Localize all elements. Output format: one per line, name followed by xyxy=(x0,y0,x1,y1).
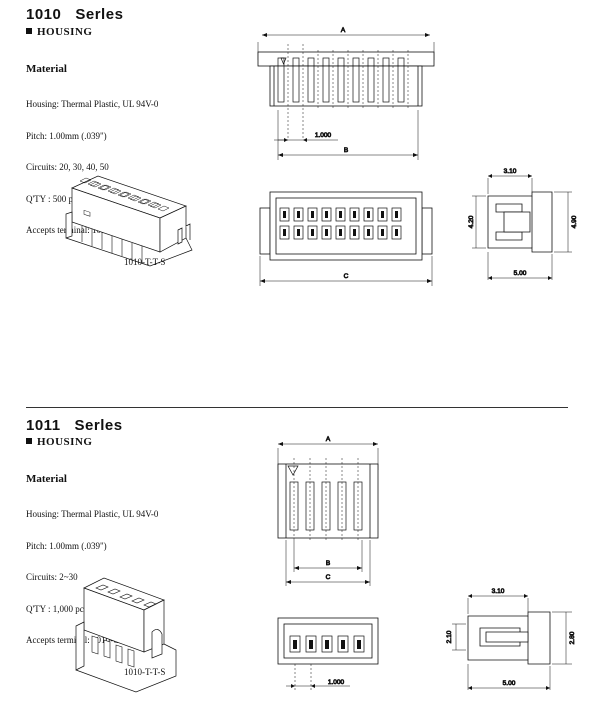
dim-b-label: B xyxy=(344,147,348,154)
pitch-label: 1.000 xyxy=(315,132,332,139)
subtitle-text: HOUSING xyxy=(37,26,93,38)
spec-terminal-extra: 1010-T-T-S xyxy=(124,256,166,267)
material-heading: Material xyxy=(26,63,67,75)
subtitle-text: HOUSING xyxy=(37,436,93,448)
spec-circuits: Circuits: 20, 30, 40, 50 xyxy=(26,162,109,172)
dim-a-label: A xyxy=(326,436,331,443)
section-divider xyxy=(26,407,568,408)
side-left-dim: 4.20 xyxy=(468,215,475,228)
bullet-square-icon xyxy=(26,28,32,34)
side-view-1011: 3.10 2.10 2.80 5.00 xyxy=(446,588,576,690)
series-number: 1011 xyxy=(26,417,61,434)
spec-circuits: Circuits: 2~30 xyxy=(26,572,78,582)
material-heading: Material xyxy=(26,473,67,485)
isometric-view-1011 xyxy=(75,577,177,693)
side-bottom-dim: 5.00 xyxy=(503,680,516,687)
series-number: 1010 xyxy=(26,6,62,23)
isometric-view-1010 xyxy=(65,175,193,267)
front-view-1010: A xyxy=(257,27,435,160)
dim-c-label: C xyxy=(344,273,349,280)
series-title-1011: 1011 Serles xyxy=(26,417,123,434)
spec-housing: Housing: Thermal Plastic, UL 94V-0 xyxy=(26,509,159,519)
series-title-1010: 1010 Serles xyxy=(26,6,123,23)
side-bottom-dim: 5.00 xyxy=(514,270,527,277)
spec-terminal: Accepts terminal: 1010-G-P xyxy=(26,635,128,645)
bullet-square-icon xyxy=(26,438,32,444)
spec-terminal-extra: 1010-T-T-S xyxy=(124,666,166,677)
series-word: Serles xyxy=(75,6,124,23)
top-view-1010: C xyxy=(259,191,433,286)
spec-pitch: Pitch: 1.00mm (.039") xyxy=(26,540,107,551)
spec-list: Housing: Thermal Plastic, UL 94V-0 Pitch… xyxy=(26,488,165,698)
side-view-1010: 3.10 4.20 4.90 5.00 xyxy=(468,168,578,280)
spec-pitch: Pitch: 1.00mm (.039") xyxy=(26,130,107,141)
dim-c-label: C xyxy=(326,574,331,581)
housing-subtitle: HOUSING xyxy=(26,436,92,448)
housing-subtitle: HOUSING xyxy=(26,26,92,38)
top-view-1011: 1.000 xyxy=(277,617,379,690)
dim-b-label: B xyxy=(326,560,330,567)
side-right-dim: 2.80 xyxy=(569,631,576,644)
pitch-label: 1.000 xyxy=(328,679,345,686)
side-top-dim: 3.10 xyxy=(504,168,517,175)
front-view-1011: A B xyxy=(277,436,379,586)
side-right-dim: 4.90 xyxy=(571,215,578,228)
series-word: Serles xyxy=(74,417,123,434)
side-left-dim: 2.10 xyxy=(446,630,453,643)
spec-housing: Housing: Thermal Plastic, UL 94V-0 xyxy=(26,99,159,109)
side-top-dim: 3.10 xyxy=(492,588,505,595)
dim-a-label: A xyxy=(341,27,346,34)
